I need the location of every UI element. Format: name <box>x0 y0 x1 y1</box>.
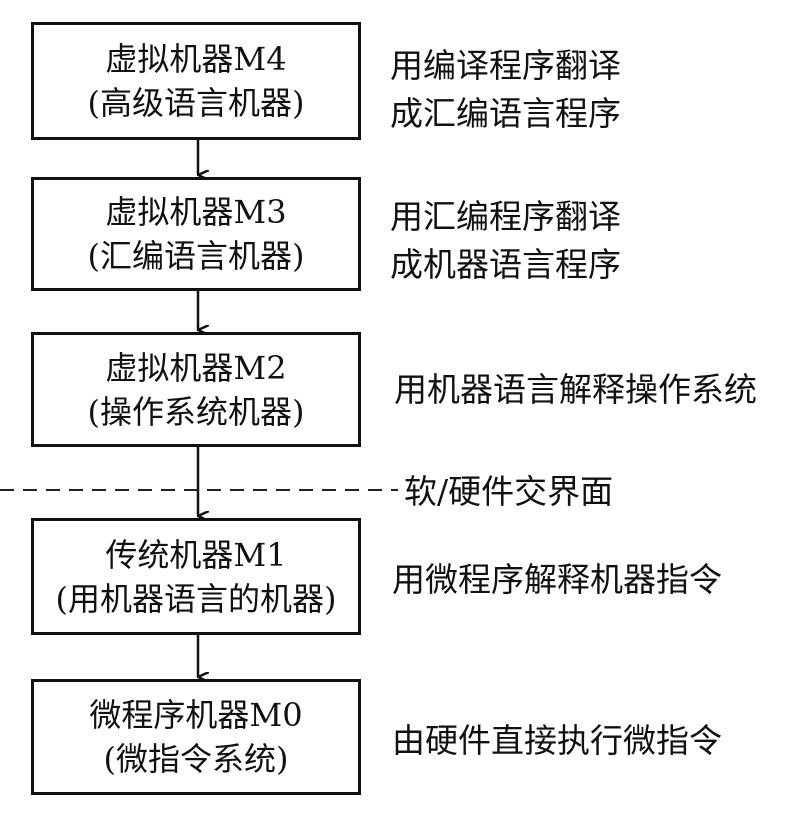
note-m4-line2: 成汇编语言程序 <box>390 94 621 133</box>
box-m0-title: 微程序机器M0 <box>89 696 303 734</box>
note-m0-hardware: 由硬件直接执行微指令 <box>392 717 722 765</box>
note-m4-compile: 用编译程序翻译 成汇编语言程序 <box>390 42 621 138</box>
note-m4-line1: 用编译程序翻译 <box>390 46 621 85</box>
note-m3-line2: 成机器语言程序 <box>390 245 621 284</box>
box-traditional-machine-m1: 传统机器M1 (用机器语言的机器) <box>31 518 361 635</box>
note-m2-interpret-os: 用机器语言解释操作系统 <box>394 366 757 414</box>
note-m1-line1: 用微程序解释机器指令 <box>392 560 722 599</box>
box-m2-title: 虚拟机器M2 <box>105 348 287 387</box>
note-m3-line1: 用汇编程序翻译 <box>390 197 621 236</box>
note-m3-assemble: 用汇编程序翻译 成机器语言程序 <box>390 193 621 289</box>
box-m3-subtitle: (汇编语言机器) <box>87 237 305 275</box>
box-m2-subtitle: (操作系统机器) <box>87 392 305 431</box>
box-m4-title: 虚拟机器M4 <box>105 40 287 78</box>
box-virtual-machine-m3: 虚拟机器M3 (汇编语言机器) <box>31 177 361 291</box>
box-m4-subtitle: (高级语言机器) <box>87 84 305 122</box>
note-m1-microprogram: 用微程序解释机器指令 <box>392 556 722 604</box>
box-virtual-machine-m4: 虚拟机器M4 (高级语言机器) <box>31 22 361 140</box>
box-microprogram-machine-m0: 微程序机器M0 (微指令系统) <box>31 679 361 795</box>
note-m0-line1: 由硬件直接执行微指令 <box>392 721 722 760</box>
box-virtual-machine-m2: 虚拟机器M2 (操作系统机器) <box>31 332 361 447</box>
box-m1-title: 传统机器M1 <box>105 535 287 574</box>
note-m2-line1: 用机器语言解释操作系统 <box>394 370 757 409</box>
box-m3-title: 虚拟机器M3 <box>105 193 287 231</box>
boundary-label: 软/硬件交界面 <box>404 472 614 511</box>
box-m1-subtitle: (用机器语言的机器) <box>55 579 337 618</box>
box-m0-subtitle: (微指令系统) <box>103 740 289 778</box>
